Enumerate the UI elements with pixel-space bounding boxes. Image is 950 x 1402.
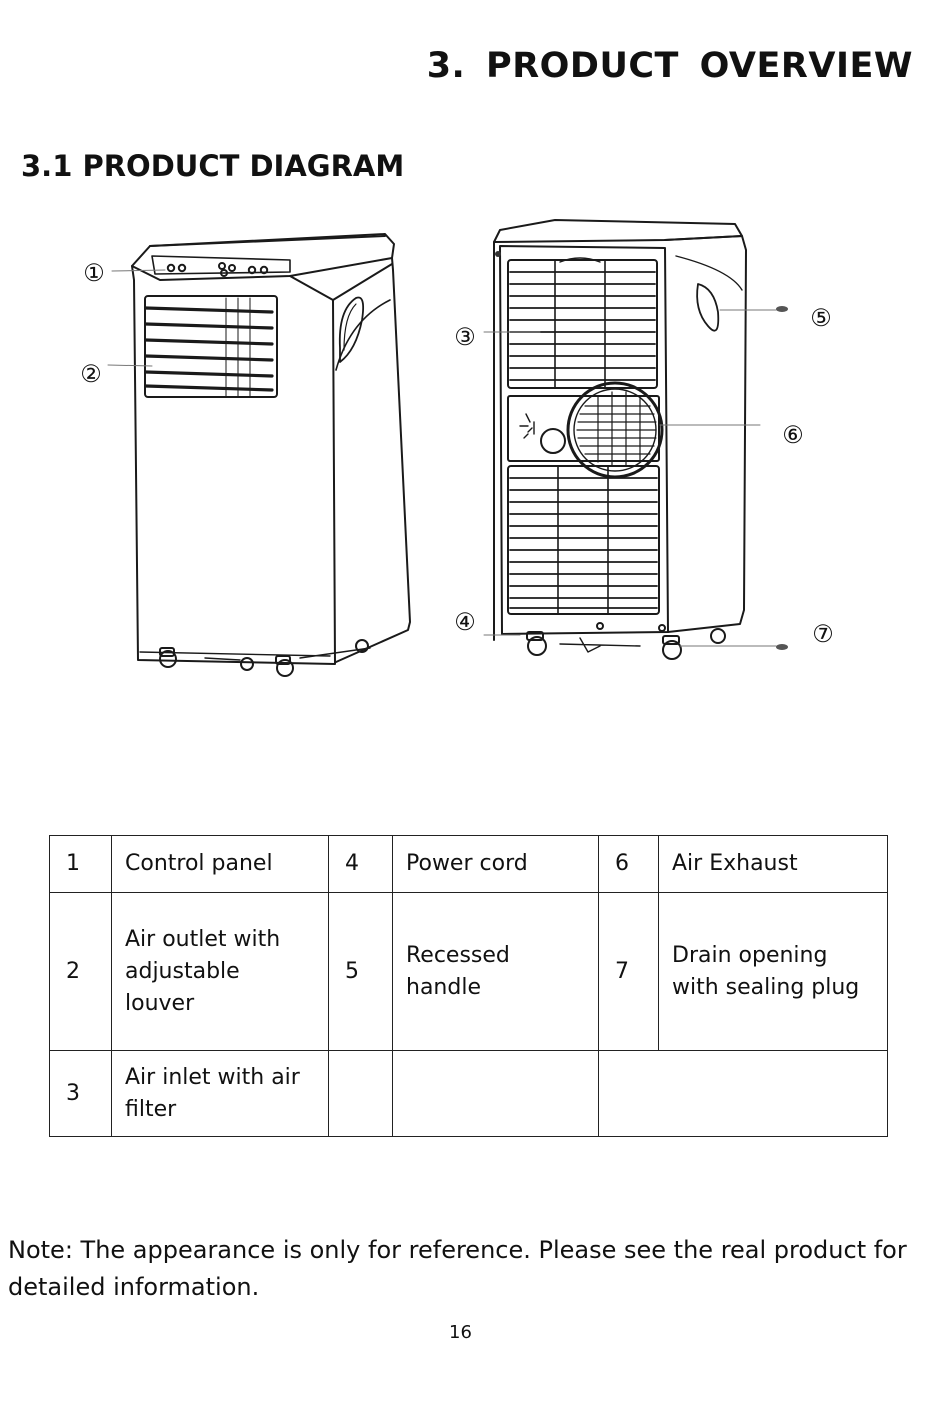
part-label-line: Drain opening (672, 942, 828, 968)
air-conditioner-drawing (107, 219, 788, 677)
empty-cell (598, 1050, 888, 1137)
part-number: 2 (49, 892, 112, 1051)
part-number: 6 (598, 835, 659, 893)
section-title: 3.1 PRODUCT DIAGRAM (21, 149, 405, 183)
part-label-line: Recessed (406, 942, 510, 968)
part-label: Control panel (111, 835, 329, 893)
part-label: Air inlet with air filter (111, 1050, 329, 1137)
part-label: Air outlet with adjustable louver (111, 892, 329, 1051)
part-label: Drain opening with sealing plug (658, 892, 888, 1051)
table-row: 2 Air outlet with adjustable louver 5 Re… (49, 892, 888, 1051)
part-label: Air Exhaust (658, 835, 888, 893)
product-diagram: ① ② ③ ④ ⑤ ⑥ ⑦ (0, 200, 950, 720)
page-title: 3. PRODUCT OVERVIEW (426, 46, 913, 86)
table-row: 1 Control panel 4 Power cord 6 Air Exhau… (49, 835, 888, 893)
part-label-line: filter (125, 1096, 177, 1122)
part-number: 3 (49, 1050, 112, 1137)
part-number: 4 (328, 835, 393, 893)
part-label-line: Air outlet with (125, 926, 281, 952)
empty-cell (392, 1050, 599, 1137)
leader-lines (107, 269, 777, 647)
callout-3: ③ (454, 323, 476, 351)
callout-4: ④ (454, 608, 476, 636)
callout-7: ⑦ (812, 620, 834, 648)
parts-table: 1 Control panel 4 Power cord 6 Air Exhau… (49, 835, 888, 1137)
callout-5: ⑤ (810, 304, 832, 332)
callout-6: ⑥ (782, 421, 804, 449)
part-label-line: with sealing plug (672, 974, 860, 1000)
reference-note: Note: The appearance is only for referen… (8, 1236, 907, 1301)
part-label-line: Air inlet with air (125, 1064, 300, 1090)
part-label: Recessed handle (392, 892, 599, 1051)
part-number: 5 (328, 892, 393, 1051)
part-label-line: handle (406, 974, 481, 1000)
page-number: 16 (449, 1322, 472, 1343)
part-number: 7 (598, 892, 659, 1051)
part-label-line: louver (125, 990, 195, 1016)
part-label-line: adjustable (125, 958, 240, 984)
back-unit-drawing (493, 219, 788, 660)
part-label: Power cord (392, 835, 599, 893)
part-number: 1 (49, 835, 112, 893)
callout-1: ① (83, 259, 105, 287)
callout-2: ② (80, 360, 102, 388)
table-row: 3 Air inlet with air filter (49, 1050, 888, 1137)
empty-cell (328, 1050, 393, 1137)
front-unit-drawing (131, 233, 411, 677)
